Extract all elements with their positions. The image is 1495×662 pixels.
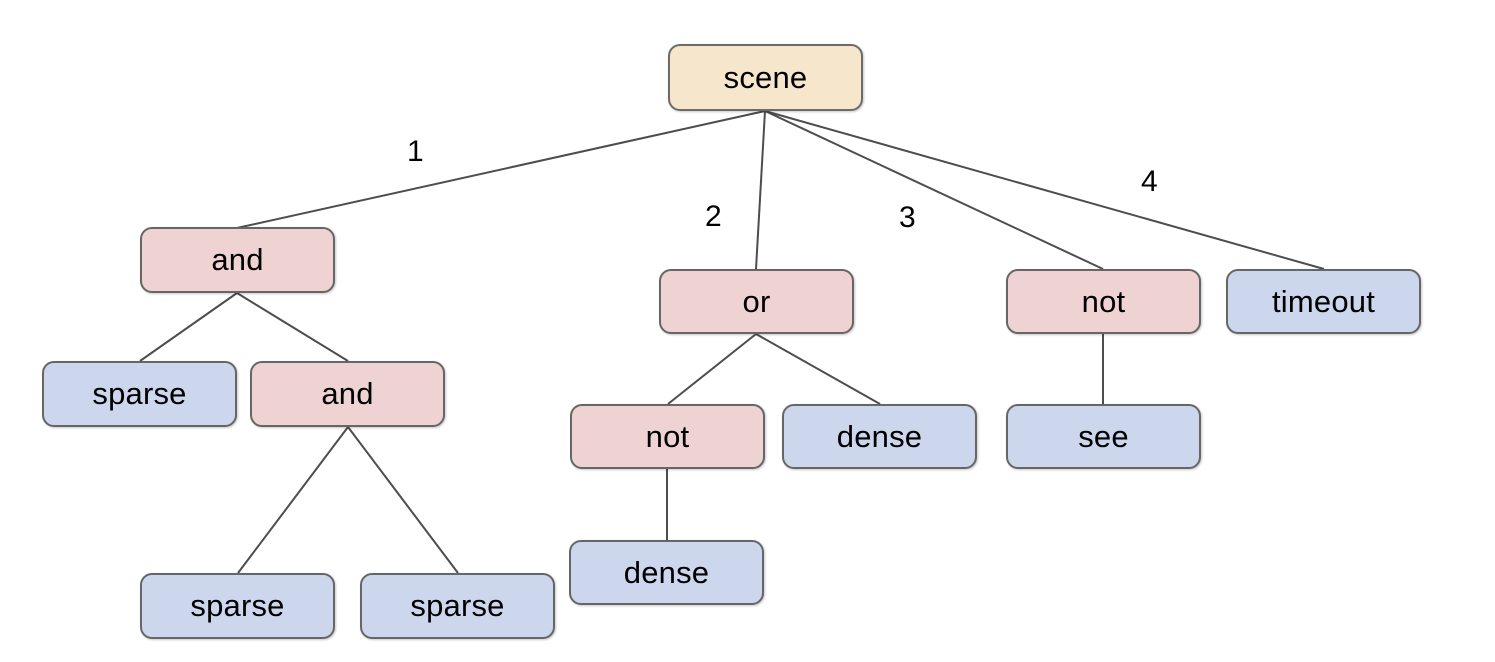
tree-node-dense2[interactable]: dense <box>569 540 764 605</box>
tree-node-sparse2[interactable]: sparse <box>140 573 335 639</box>
tree-node-dense1[interactable]: dense <box>782 404 977 469</box>
tree-edge <box>347 426 459 574</box>
edge-label: 3 <box>899 201 916 234</box>
tree-edge <box>236 292 349 362</box>
tree-node-see1[interactable]: see <box>1006 404 1201 469</box>
tree-edge <box>236 110 766 229</box>
tree-edge <box>755 333 881 405</box>
tree-node-not2[interactable]: not <box>570 404 765 469</box>
tree-node-not1[interactable]: not <box>1006 269 1201 334</box>
tree-node-sparse3[interactable]: sparse <box>360 573 555 639</box>
tree-node-scene[interactable]: scene <box>668 44 863 111</box>
tree-edge <box>667 333 757 405</box>
tree-node-timeout1[interactable]: timeout <box>1226 269 1421 334</box>
tree-edge <box>755 110 766 270</box>
edge-label: 2 <box>705 200 722 233</box>
tree-node-and2[interactable]: and <box>250 361 445 427</box>
tree-edge <box>237 426 349 574</box>
tree-node-sparse1[interactable]: sparse <box>42 361 237 427</box>
tree-edge <box>139 292 238 362</box>
edge-label: 1 <box>407 135 424 168</box>
edge-label: 4 <box>1141 165 1158 198</box>
tree-node-or1[interactable]: or <box>659 269 854 334</box>
tree-edge <box>764 110 1325 270</box>
tree-edge <box>764 110 1104 270</box>
tree-node-and1[interactable]: and <box>140 227 335 293</box>
